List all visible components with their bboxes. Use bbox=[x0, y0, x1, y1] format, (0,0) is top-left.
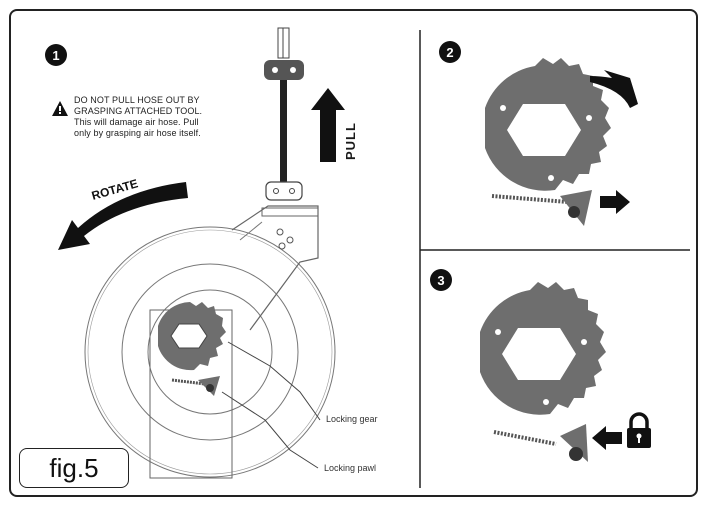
step-3-number: 3 bbox=[437, 273, 444, 288]
locking-gear-label: Locking gear bbox=[326, 414, 378, 424]
arrow-up-icon bbox=[311, 88, 345, 162]
step-2-badge: 2 bbox=[439, 41, 461, 63]
warning-text: DO NOT PULL HOSE OUT BY GRASPING ATTACHE… bbox=[74, 95, 264, 139]
hose-stopper-top bbox=[264, 60, 304, 80]
warning-line-3: This will damage air hose. Pull bbox=[74, 117, 199, 127]
step-1-badge: 1 bbox=[45, 44, 67, 66]
curved-arrow-icon bbox=[590, 70, 638, 108]
step-1-number: 1 bbox=[52, 48, 59, 63]
hose-stopper-bottom bbox=[265, 181, 303, 201]
locking-pawl-small bbox=[171, 376, 220, 396]
locking-gear-large-step2 bbox=[485, 58, 611, 191]
arrow-right-icon bbox=[600, 190, 630, 214]
leader-line-gear bbox=[227, 341, 321, 421]
arrow-left-icon bbox=[592, 426, 622, 450]
locking-pawl-label: Locking pawl bbox=[324, 463, 377, 473]
curved-arrow-icon bbox=[58, 182, 188, 250]
figure-label: fig.5 bbox=[19, 448, 129, 488]
padlock-icon bbox=[627, 412, 651, 448]
warning-line-1: DO NOT PULL HOSE OUT BY bbox=[74, 95, 200, 105]
locking-gear-large-step3 bbox=[480, 282, 606, 415]
locking-gear-small bbox=[158, 302, 226, 371]
reel-outer-circle bbox=[84, 226, 336, 478]
figure-frame bbox=[9, 9, 698, 497]
warning-triangle-icon bbox=[52, 101, 68, 116]
warning-line-4: only by grasping air hose itself. bbox=[74, 128, 201, 138]
hose-guide-arm bbox=[231, 205, 319, 331]
reel-middle-circle bbox=[121, 263, 299, 441]
figure-label-text: fig.5 bbox=[49, 452, 99, 483]
pull-label: PULL bbox=[343, 122, 358, 160]
step-2-number: 2 bbox=[446, 45, 453, 60]
air-hose bbox=[280, 60, 287, 190]
locking-pawl-step3 bbox=[493, 424, 588, 462]
warning-line-2: GRASPING ATTACHED TOOL. bbox=[74, 106, 203, 116]
reel-inner-circle bbox=[147, 289, 273, 415]
locking-pawl-step2 bbox=[491, 190, 592, 226]
leader-line-pawl bbox=[221, 391, 319, 469]
step-3-badge: 3 bbox=[430, 269, 452, 291]
